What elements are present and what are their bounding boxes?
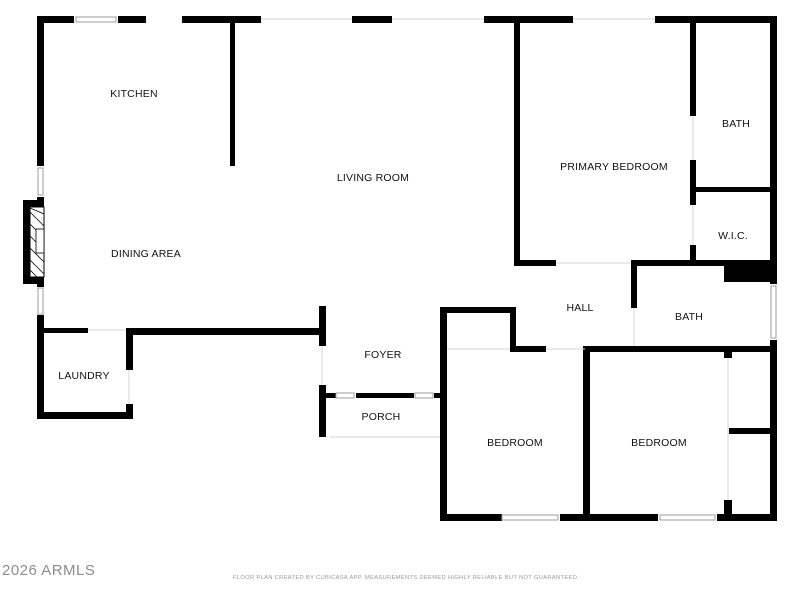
room-label-porch: PORCH xyxy=(362,411,401,423)
room-label-living-room: LIVING ROOM xyxy=(337,172,409,184)
room-label-primary-bath: BATH xyxy=(722,118,750,130)
room-label-foyer: FOYER xyxy=(364,349,401,361)
room-label-kitchen: KITCHEN xyxy=(110,88,158,100)
door-openings xyxy=(88,18,729,500)
room-label-hall-bath: BATH xyxy=(675,311,703,323)
windows xyxy=(37,16,777,521)
room-label-laundry: LAUNDRY xyxy=(58,370,109,382)
interior-walls xyxy=(44,16,770,521)
exterior-walls xyxy=(23,16,777,521)
room-label-hall: HALL xyxy=(566,302,593,314)
room-label-dining-area: DINING AREA xyxy=(111,248,181,260)
watermark: 2026 ARMLS xyxy=(2,562,96,579)
room-label-walk-in-closet: W.I.C. xyxy=(718,230,748,242)
room-label-bedroom-right: BEDROOM xyxy=(631,437,687,449)
room-label-bedroom-left: BEDROOM xyxy=(487,437,543,449)
fireplace-hatch xyxy=(29,206,45,278)
room-label-primary-bedroom: PRIMARY BEDROOM xyxy=(560,161,668,173)
disclaimer-text: FLOOR PLAN CREATED BY CUBICASA APP. MEAS… xyxy=(233,575,580,581)
